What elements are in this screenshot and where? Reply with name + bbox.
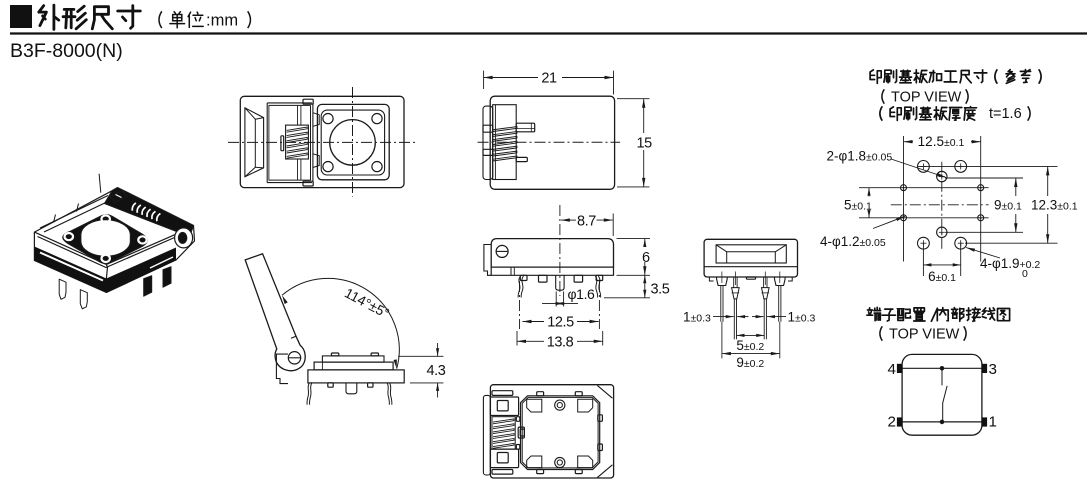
svg-text:9±0.1: 9±0.1 bbox=[994, 198, 1022, 213]
svg-text:3: 3 bbox=[989, 361, 997, 378]
svg-text:13.8: 13.8 bbox=[547, 334, 574, 350]
svg-text:4-φ1.9+0.2: 4-φ1.9+0.2 bbox=[980, 256, 1040, 271]
svg-text:TOP VIEW: TOP VIEW bbox=[889, 327, 960, 343]
svg-text:6±0.1: 6±0.1 bbox=[928, 269, 956, 284]
svg-text:12.5±0.1: 12.5±0.1 bbox=[918, 134, 965, 149]
svg-text:TOP VIEW: TOP VIEW bbox=[891, 90, 962, 106]
svg-text:8.7: 8.7 bbox=[577, 214, 596, 230]
svg-text:6: 6 bbox=[642, 250, 650, 266]
svg-text:21: 21 bbox=[541, 71, 557, 87]
svg-text:1±0.3: 1±0.3 bbox=[683, 310, 711, 325]
svg-text:4-φ1.2±0.05: 4-φ1.2±0.05 bbox=[820, 234, 886, 249]
svg-text:B3F-8000(N): B3F-8000(N) bbox=[10, 40, 123, 62]
svg-text:9±0.2: 9±0.2 bbox=[736, 355, 764, 370]
svg-text:5±0.1: 5±0.1 bbox=[844, 198, 872, 213]
svg-text:12.3±0.1: 12.3±0.1 bbox=[1031, 198, 1078, 213]
svg-text:15: 15 bbox=[637, 136, 653, 152]
svg-text:4: 4 bbox=[888, 361, 896, 378]
svg-text:4.3: 4.3 bbox=[427, 363, 446, 379]
svg-text:1±0.3: 1±0.3 bbox=[788, 310, 816, 325]
svg-text:2-φ1.8±0.05: 2-φ1.8±0.05 bbox=[827, 149, 893, 164]
svg-text:3.5: 3.5 bbox=[651, 282, 670, 298]
svg-text:12.5: 12.5 bbox=[547, 315, 574, 331]
svg-text:t=1.6: t=1.6 bbox=[989, 106, 1022, 122]
svg-text:5±0.2: 5±0.2 bbox=[736, 338, 764, 353]
svg-text:0: 0 bbox=[1022, 268, 1028, 280]
svg-text:2: 2 bbox=[888, 414, 896, 431]
svg-text:1: 1 bbox=[989, 414, 997, 431]
svg-text:φ1.6: φ1.6 bbox=[568, 286, 596, 302]
svg-text::mm: :mm bbox=[206, 12, 238, 30]
